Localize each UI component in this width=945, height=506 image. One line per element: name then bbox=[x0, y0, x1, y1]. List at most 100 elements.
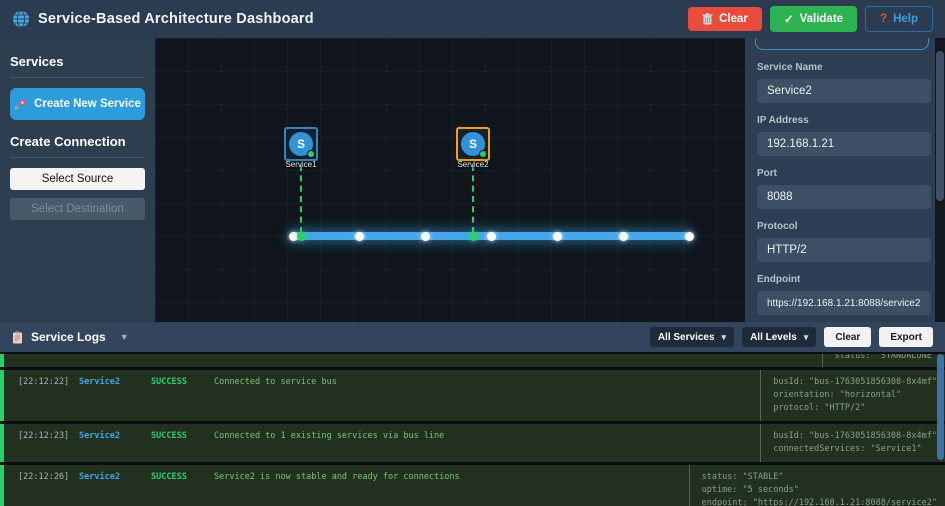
log-row: [22:12:22] Service2 SUCCESS Connected to se… bbox=[0, 370, 945, 421]
log-level-badge: SUCCESS bbox=[151, 472, 187, 482]
services-heading: Services bbox=[10, 54, 64, 69]
service-icon: S bbox=[461, 132, 485, 156]
log-service-name: Service2 bbox=[79, 377, 120, 387]
service-initial: S bbox=[296, 137, 305, 151]
service-initial: S bbox=[468, 137, 477, 151]
logs-header: Service Logs ▼ All Services ▾ All Levels… bbox=[0, 322, 945, 352]
log-detail-line: endpoint: "https://192.168.1.21:8088/ser… bbox=[701, 498, 937, 506]
sidebar: Services Create New Service Create Conne… bbox=[0, 38, 155, 322]
bus-node-dot bbox=[552, 231, 562, 241]
logs-export-button[interactable]: Export bbox=[879, 327, 933, 347]
log-detail-line: connectedServices: "Service1" bbox=[773, 444, 922, 454]
log-service-name: Service2 bbox=[79, 472, 120, 482]
field-label-ip-address: IP Address bbox=[757, 115, 809, 126]
protocol-input[interactable]: HTTP/2 bbox=[757, 238, 931, 262]
validate-button-label: Validate bbox=[799, 13, 844, 25]
bus-node-dot bbox=[684, 231, 694, 241]
services-filter-dropdown[interactable]: All Services ▾ bbox=[649, 327, 735, 347]
log-message: Connected to 1 existing services via bus… bbox=[214, 431, 445, 441]
select-destination-button[interactable]: Select Destination bbox=[10, 198, 145, 220]
field-label-protocol: Protocol bbox=[757, 221, 798, 232]
create-new-service-label: Create New Service bbox=[34, 98, 141, 110]
status-dot-icon bbox=[307, 150, 315, 158]
page-title: Service-Based Architecture Dashboard bbox=[38, 11, 314, 27]
service-name-input[interactable]: Service2 bbox=[757, 79, 931, 103]
logs-collapse-caret-icon[interactable]: ▼ bbox=[119, 332, 129, 342]
header: Service-Based Architecture Dashboard Cle… bbox=[0, 0, 945, 38]
port-input[interactable]: 8088 bbox=[757, 185, 931, 209]
log-details: busId: "bus-1763051856308-8x4mf" connecte… bbox=[760, 424, 945, 462]
bus-node-dot bbox=[420, 231, 430, 241]
chevron-down-icon: ▾ bbox=[803, 331, 809, 342]
validate-button[interactable]: ✓ Validate bbox=[769, 6, 858, 32]
bus-node-dot bbox=[354, 231, 364, 241]
connection-dashed-line bbox=[300, 165, 302, 233]
log-details: status: "STABLE" uptime: "5 seconds" endpo… bbox=[688, 465, 945, 506]
logs-clear-button[interactable]: Clear bbox=[824, 327, 872, 347]
log-details: busId: "bus-1763051856308-8x4mf"orientat… bbox=[760, 370, 945, 421]
divider bbox=[10, 157, 145, 158]
globe-icon bbox=[12, 10, 30, 28]
log-level-badge: SUCCESS bbox=[151, 377, 187, 387]
log-detail-line: busId: "bus-1763051856308-8x4mf" bbox=[773, 431, 937, 441]
log-main bbox=[4, 354, 822, 361]
field-label-endpoint: Endpoint bbox=[757, 274, 801, 285]
logs-scrollbar-thumb[interactable] bbox=[937, 354, 944, 460]
log-timestamp: [22:12:23] bbox=[18, 431, 70, 441]
log-level-badge: SUCCESS bbox=[151, 431, 187, 441]
levels-filter-value: All Levels bbox=[750, 331, 797, 343]
clear-button[interactable]: Clear bbox=[688, 7, 762, 31]
header-actions: Clear ✓ Validate ? Help bbox=[688, 6, 933, 32]
bus-connection-dot bbox=[468, 231, 478, 241]
logs-header-left: Service Logs ▼ bbox=[12, 330, 129, 344]
log-main: [22:12:22] Service2 SUCCESS Connected to se… bbox=[4, 370, 760, 387]
log-detail-line: status: "STABLE" bbox=[701, 472, 784, 482]
log-message: Connected to service bus bbox=[214, 377, 337, 387]
log-main: [22:12:26] Service2 SUCCESS Service2 is now… bbox=[4, 465, 689, 482]
log-timestamp: [22:12:26] bbox=[18, 472, 70, 482]
check-icon: ✓ bbox=[783, 14, 794, 26]
select-source-button[interactable]: Select Source bbox=[10, 168, 145, 190]
clipboard-icon bbox=[12, 330, 23, 344]
node-label: Service1 bbox=[285, 160, 317, 169]
bus-connection-dot bbox=[296, 231, 306, 241]
log-detail-line: uptime: "5 seconds" bbox=[701, 485, 799, 495]
logs-title: Service Logs bbox=[31, 330, 106, 344]
help-button-label: Help bbox=[893, 13, 918, 25]
chevron-down-icon: ▾ bbox=[721, 331, 727, 342]
log-message: Service2 is now stable and ready for con… bbox=[214, 472, 460, 482]
log-timestamp: [22:12:22] bbox=[18, 377, 70, 387]
ip-address-input[interactable]: 192.168.1.21 bbox=[757, 132, 931, 156]
log-row: [22:12:26] Service2 SUCCESS Service2 is now… bbox=[0, 465, 945, 506]
question-icon: ? bbox=[880, 13, 888, 25]
help-button[interactable]: ? Help bbox=[865, 6, 933, 32]
log-row-clipped: status: "STANDALONE" bbox=[0, 354, 945, 367]
create-connection-heading: Create Connection bbox=[10, 134, 126, 149]
clear-button-label: Clear bbox=[719, 13, 748, 25]
service-node-service1[interactable]: S bbox=[284, 127, 318, 161]
body: Services Create New Service Create Conne… bbox=[0, 38, 945, 322]
bus-node-dot bbox=[288, 231, 298, 241]
rocket-icon bbox=[14, 98, 27, 111]
levels-filter-dropdown[interactable]: All Levels ▾ bbox=[742, 327, 817, 347]
bus-node-dot bbox=[618, 231, 628, 241]
main-scrollbar-track[interactable] bbox=[935, 38, 945, 322]
divider bbox=[10, 77, 145, 78]
create-new-service-button[interactable]: Create New Service bbox=[10, 88, 145, 120]
status-dot-icon bbox=[479, 150, 487, 158]
endpoint-input[interactable]: https://192.168.1.21:8088/service2 bbox=[757, 291, 931, 315]
service-node-service2[interactable]: S bbox=[456, 127, 490, 161]
main-scrollbar-thumb[interactable] bbox=[936, 51, 944, 201]
log-detail-line: status: "STANDALONE" bbox=[834, 354, 937, 361]
log-detail-line: protocol: "HTTP/2" bbox=[773, 403, 866, 413]
field-label-port: Port bbox=[757, 168, 777, 179]
trash-icon bbox=[702, 13, 713, 25]
header-left: Service-Based Architecture Dashboard bbox=[12, 10, 314, 28]
